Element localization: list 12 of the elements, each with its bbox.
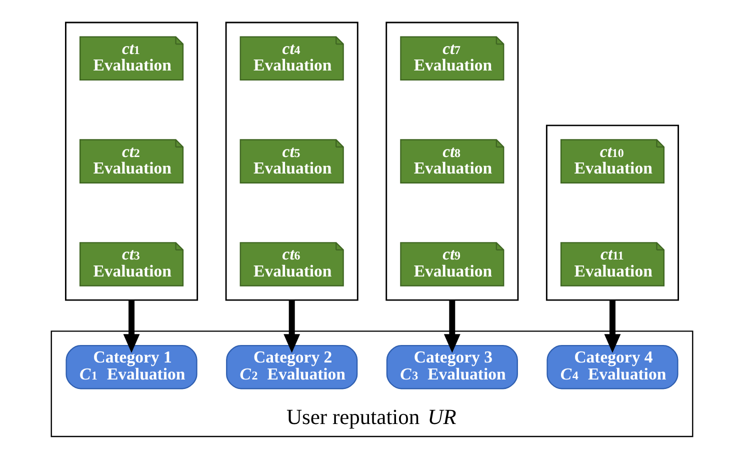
arrow <box>283 300 300 353</box>
cluster <box>64 22 198 301</box>
arrow <box>122 300 140 353</box>
arrow <box>604 300 620 353</box>
node-box: Category 3 C3 Evaluation <box>386 344 518 390</box>
cluster <box>385 22 518 301</box>
cluster <box>545 124 678 301</box>
node-box: Category 4 C4 Evaluation <box>546 344 678 390</box>
arrow <box>443 300 460 353</box>
cluster <box>224 22 358 301</box>
node-box: Category 1 C1 Evaluation <box>65 344 197 390</box>
node-box: Category 2 C2 Evaluation <box>226 344 358 390</box>
